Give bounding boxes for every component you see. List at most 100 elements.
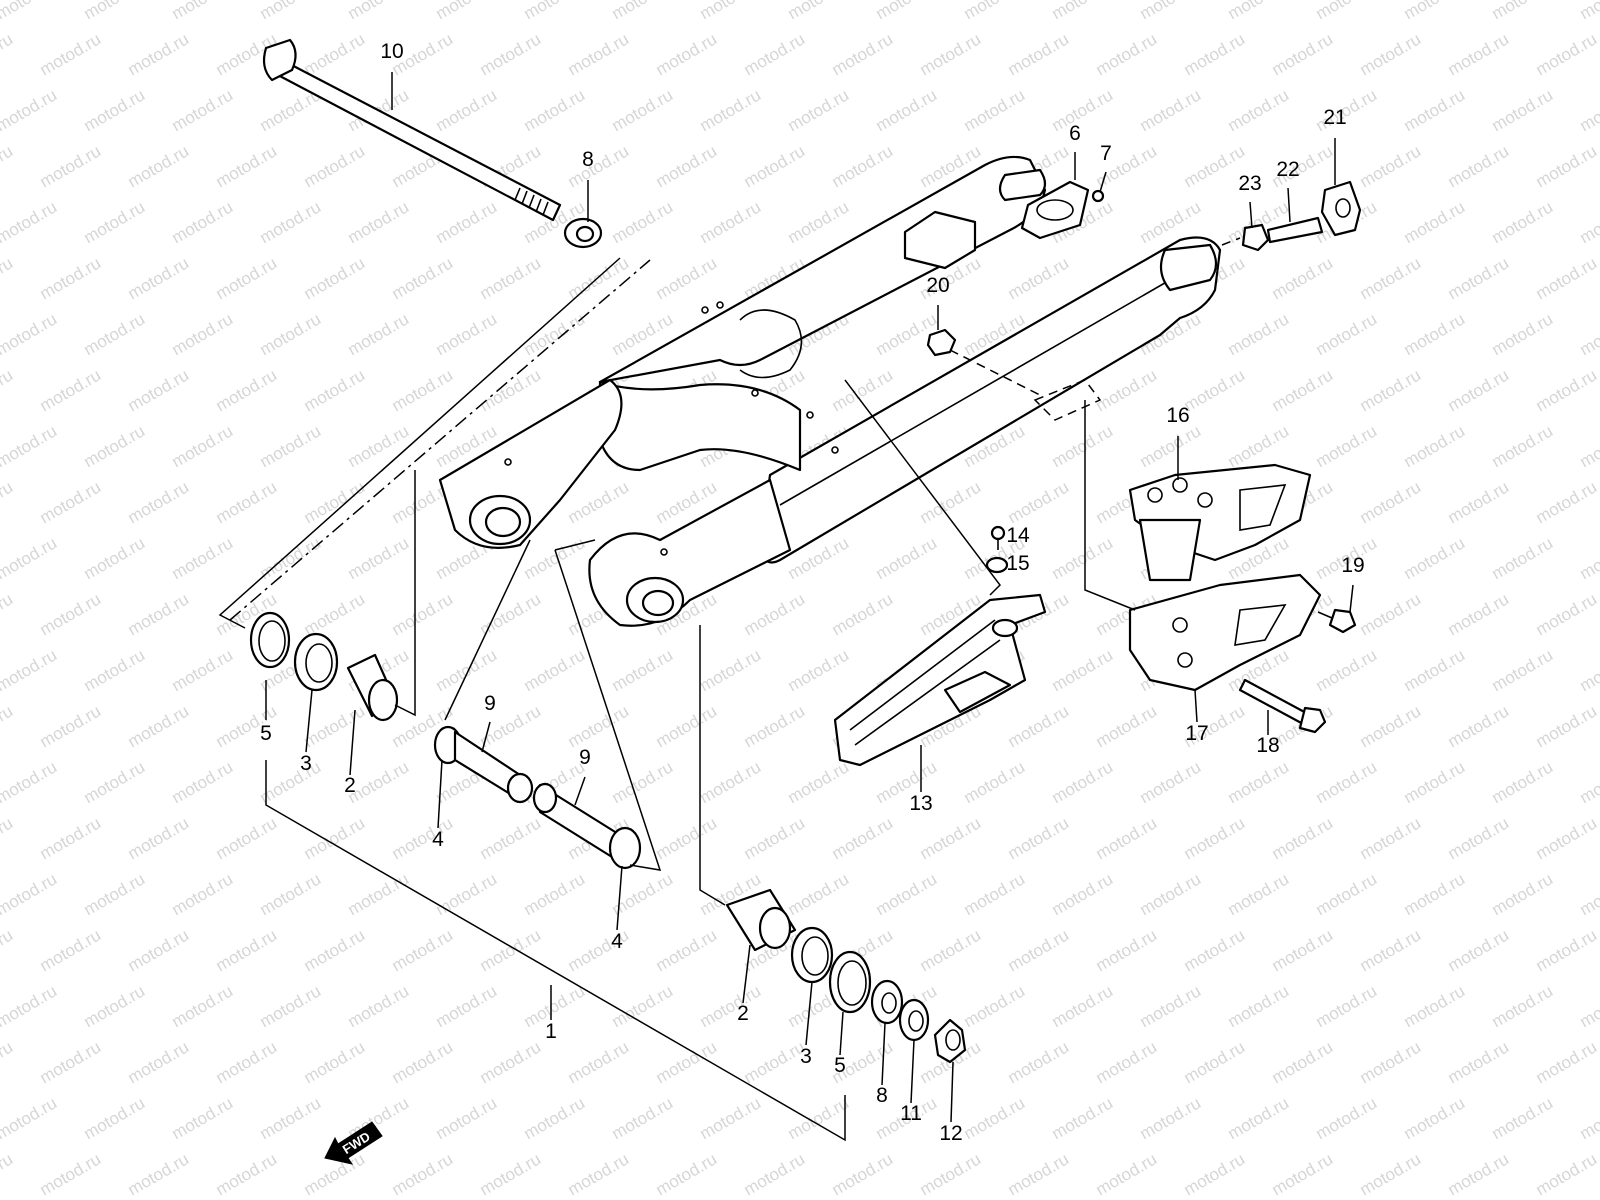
watermark-text: motod.ru	[301, 1037, 369, 1087]
watermark-text: motod.ru	[1049, 0, 1117, 23]
watermark-text: motod.ru	[1533, 813, 1600, 863]
callout-c5a: 5	[260, 722, 272, 745]
watermark-text: motod.ru	[169, 0, 237, 23]
watermark-text: motod.ru	[653, 925, 721, 975]
watermark-text: motod.ru	[1181, 1037, 1249, 1087]
watermark-text: motod.ru	[1577, 757, 1600, 807]
watermark-text: motod.ru	[1313, 645, 1381, 695]
watermark-text: motod.ru	[1181, 925, 1249, 975]
chain-guide-mount-outline	[1033, 379, 1102, 421]
watermark-text: motod.ru	[1489, 533, 1557, 583]
leader-lines	[218, 72, 1354, 1142]
watermark-text: motod.ru	[1357, 1149, 1425, 1199]
watermark-text: motod.ru	[0, 1037, 16, 1087]
watermark-text: motod.ru	[0, 1149, 16, 1199]
mount-hole	[701, 306, 709, 314]
watermark-text: motod.ru	[1313, 981, 1381, 1031]
watermark-text: motod.ru	[1357, 925, 1425, 975]
mount-hole	[806, 411, 814, 419]
watermark-text: motod.ru	[169, 85, 237, 135]
watermark-text: motod.ru	[345, 869, 413, 919]
watermark-text: motod.ru	[1093, 29, 1161, 79]
watermark-text: motod.ru	[125, 365, 193, 415]
callout-c18: 18	[1256, 734, 1279, 757]
watermark-text: motod.ru	[433, 981, 501, 1031]
nut-20-guide-line	[949, 349, 1041, 396]
watermark-text: motod.ru	[1005, 925, 1073, 975]
watermark-text: motod.ru	[1489, 869, 1557, 919]
watermark-text: motod.ru	[565, 141, 633, 191]
watermark-text: motod.ru	[0, 365, 16, 415]
callout-c3a: 3	[300, 752, 312, 775]
watermark-text: motod.ru	[0, 29, 16, 79]
callout-c11: 11	[900, 1102, 922, 1125]
watermark-text: motod.ru	[81, 645, 149, 695]
callout-c8a: 8	[582, 148, 594, 171]
chain-buffer-rear-tab	[943, 670, 1012, 714]
watermark-text: motod.ru	[0, 757, 60, 807]
watermark-text: motod.ru	[301, 813, 369, 863]
watermark-text: motod.ru	[1225, 0, 1293, 23]
watermark-text: motod.ru	[125, 589, 193, 639]
watermark-text: motod.ru	[1489, 197, 1557, 247]
watermark-text: motod.ru	[1489, 981, 1557, 1031]
watermark-text: motod.ru	[1401, 1093, 1469, 1143]
watermark-text: motod.ru	[653, 1149, 721, 1199]
watermark-text: motod.ru	[829, 589, 897, 639]
watermark-text: motod.ru	[125, 477, 193, 527]
watermark-text: motod.ru	[0, 981, 60, 1031]
callout-c21: 21	[1323, 106, 1346, 129]
watermark-text: motod.ru	[37, 925, 105, 975]
end-plate-part-6-slot	[1036, 199, 1074, 221]
watermark-text: motod.ru	[1093, 925, 1161, 975]
watermark-text: motod.ru	[213, 253, 281, 303]
watermark-text: motod.ru	[37, 1149, 105, 1199]
chain-guide-lower-hole	[1177, 652, 1193, 668]
needle-bearing-part-2-left-face	[367, 678, 399, 722]
watermark-text: motod.ru	[433, 869, 501, 919]
watermark-text: motod.ru	[125, 701, 193, 751]
chain-guide-bracket	[1138, 518, 1202, 582]
watermark-text: motod.ru	[609, 757, 677, 807]
watermark-text: motod.ru	[917, 925, 985, 975]
watermark-text: motod.ru	[1005, 1037, 1073, 1087]
watermark-text: motod.ru	[741, 813, 809, 863]
watermark-text: motod.ru	[873, 869, 941, 919]
watermark-text: motod.ru	[81, 85, 149, 135]
pivot-shaft-head	[262, 38, 297, 82]
watermark-text: motod.ru	[125, 1149, 193, 1199]
watermark-text: motod.ru	[389, 1149, 457, 1199]
watermark-text: motod.ru	[697, 85, 765, 135]
nut-part-20	[926, 328, 957, 357]
watermark-text: motod.ru	[609, 197, 677, 247]
watermark-text: motod.ru	[961, 0, 1029, 23]
chain-buffer-groove	[849, 619, 1001, 746]
watermark-text: motod.ru	[0, 1093, 60, 1143]
watermark-text: motod.ru	[1445, 589, 1513, 639]
watermark-text: motod.ru	[653, 253, 721, 303]
watermark-text: motod.ru	[433, 309, 501, 359]
washer-part-11-hole	[908, 1010, 924, 1032]
chain-guide-part-17	[1128, 573, 1322, 692]
callout-c19: 19	[1341, 554, 1364, 577]
watermark-text: motod.ru	[697, 1093, 765, 1143]
watermark-text: motod.ru	[1445, 29, 1513, 79]
cross-brace-curve	[739, 309, 803, 379]
watermark-text: motod.ru	[785, 85, 853, 135]
watermark-text: motod.ru	[1181, 1149, 1249, 1199]
watermark-text: motod.ru	[785, 197, 853, 247]
watermark-text: motod.ru	[1401, 0, 1469, 23]
watermark-text: motod.ru	[1225, 85, 1293, 135]
watermark-text: motod.ru	[477, 1037, 545, 1087]
callout-c14: 14	[1006, 524, 1030, 547]
watermark-text: motod.ru	[1489, 421, 1557, 471]
swingarm-body	[438, 155, 1222, 627]
watermark-text: motod.ru	[1093, 1037, 1161, 1087]
watermark-text: motod.ru	[125, 813, 193, 863]
watermark-text: motod.ru	[0, 0, 60, 23]
watermark-text: motod.ru	[1137, 0, 1205, 23]
watermark-text: motod.ru	[81, 0, 149, 23]
watermark-text: motod.ru	[37, 141, 105, 191]
watermark-text: motod.ru	[609, 645, 677, 695]
watermark-text: motod.ru	[961, 1093, 1029, 1143]
